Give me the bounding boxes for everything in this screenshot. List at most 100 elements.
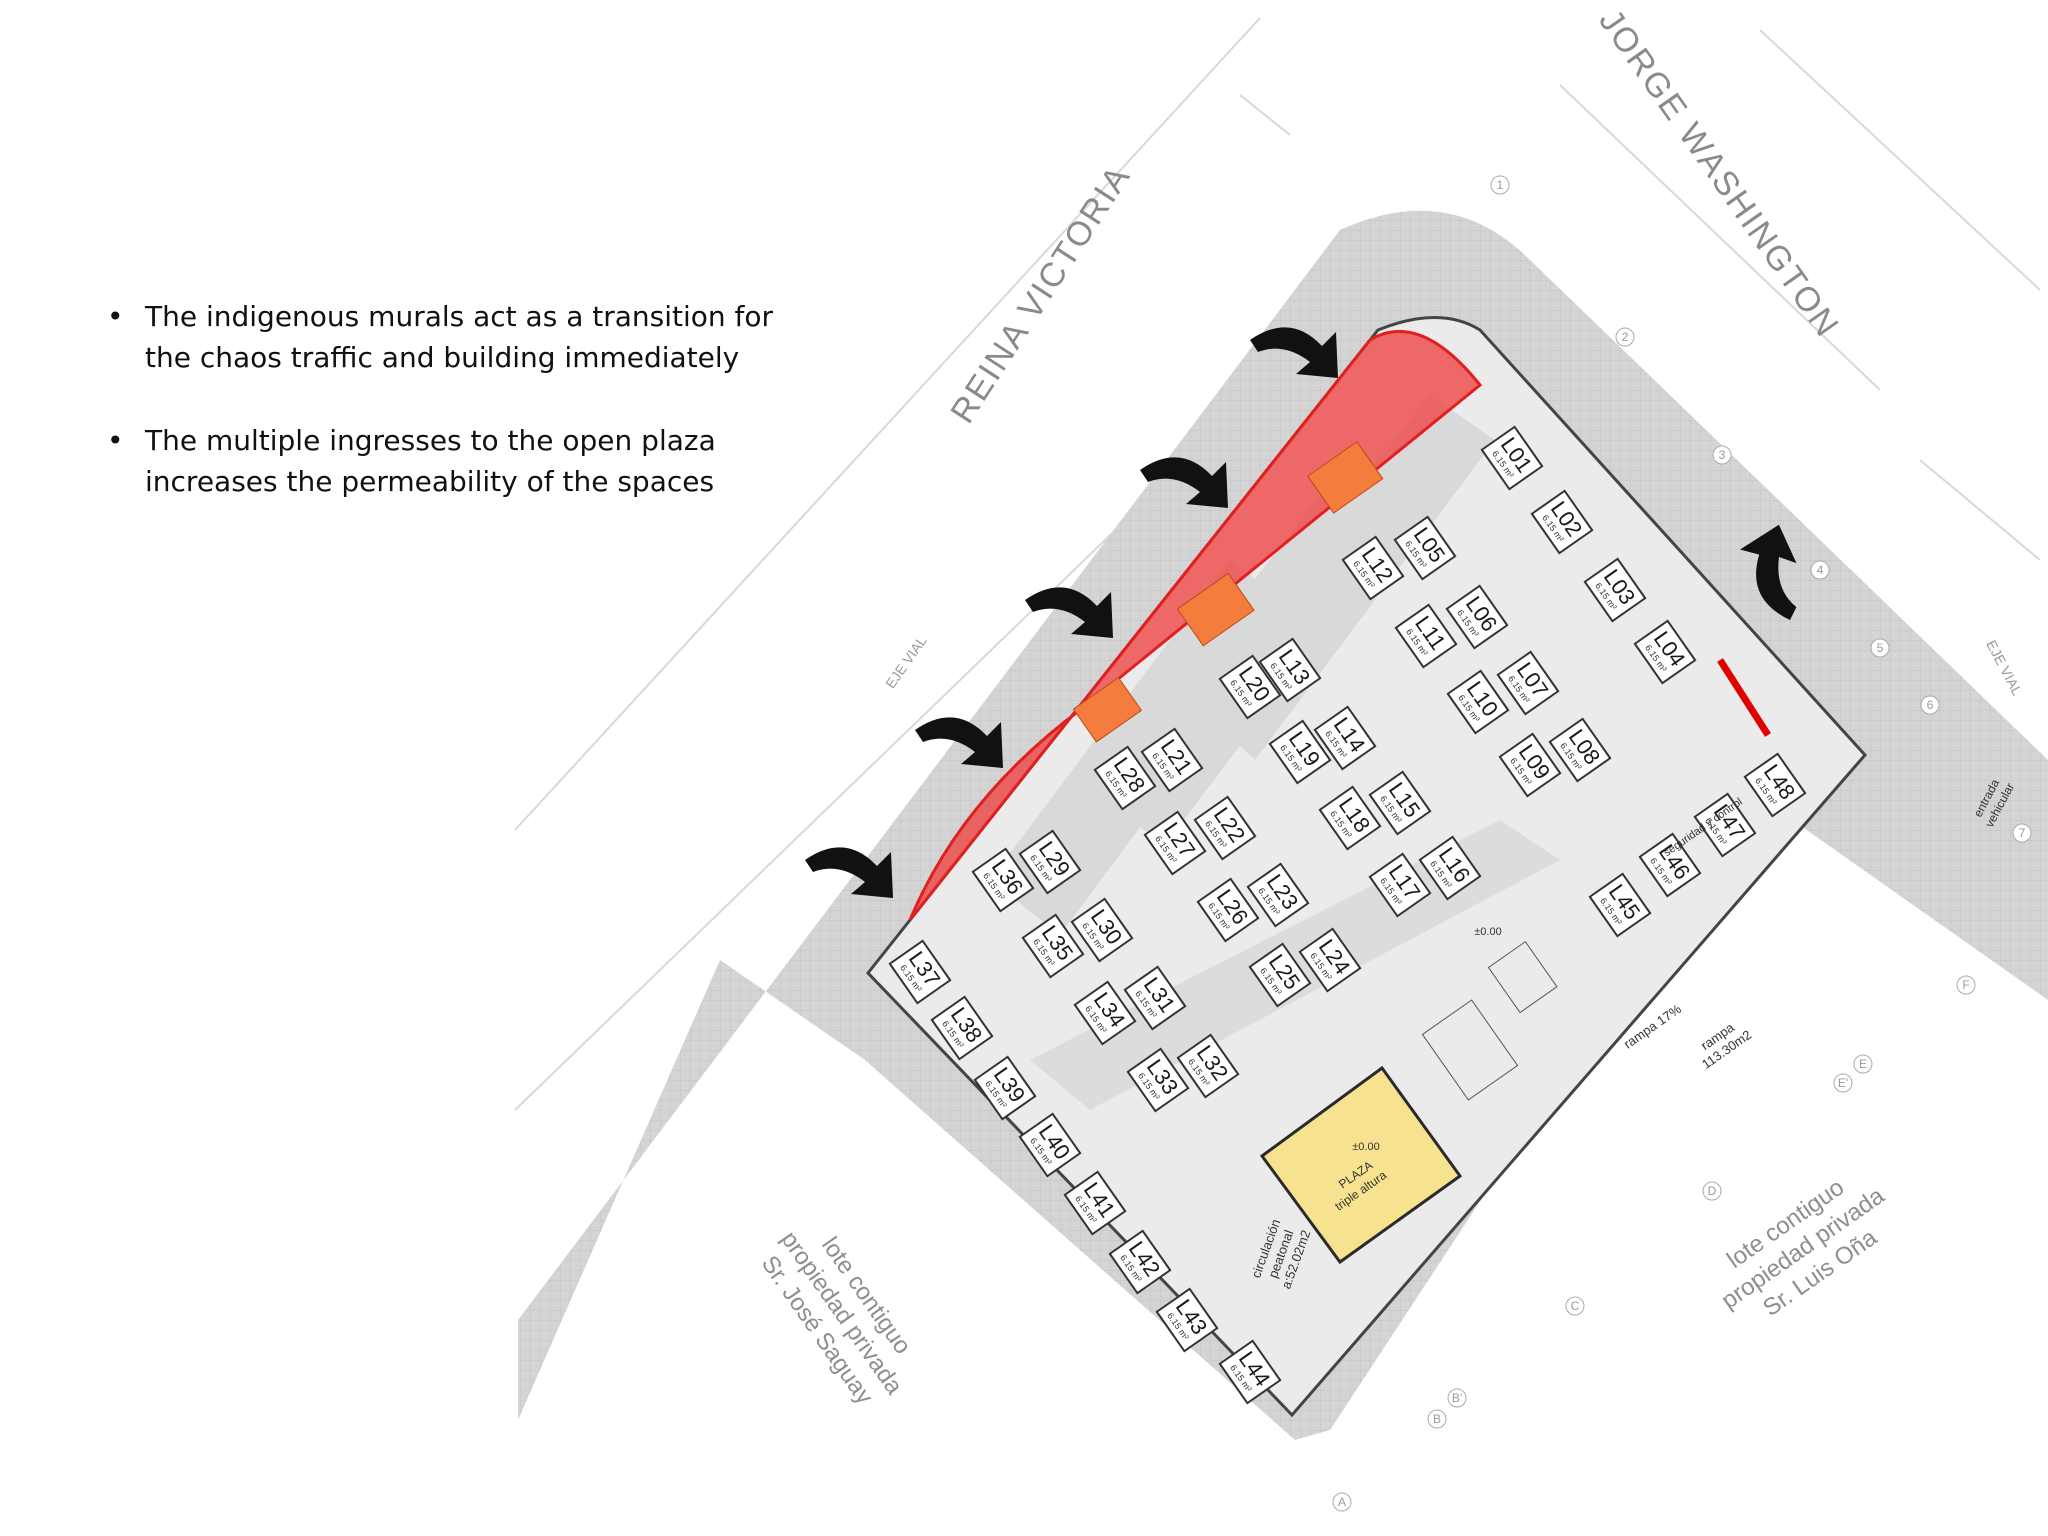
- unit-box: [1123, 965, 1187, 1031]
- unit-box: [971, 847, 1035, 913]
- unit-box: [1155, 1287, 1219, 1353]
- unit-box: [1108, 1229, 1172, 1295]
- unit-box: [1193, 795, 1257, 861]
- grid-marker: D: [1702, 1181, 1722, 1201]
- unit-box: [1218, 654, 1282, 720]
- unit-box: [1218, 1339, 1282, 1405]
- unit-box: [1018, 1112, 1082, 1178]
- unit-box: [1258, 637, 1322, 703]
- bullet-text: The multiple ingresses to the open plaza…: [145, 424, 716, 498]
- unit-box: [1548, 717, 1612, 783]
- stair-core: [1421, 940, 1558, 1101]
- svg-text:A: A: [1338, 1495, 1346, 1509]
- eje-vial-east: EJE VIAL: [1983, 637, 2025, 698]
- unit-box: [1313, 705, 1377, 771]
- plaza-level: ±0.00: [1352, 1141, 1379, 1153]
- unit-box: [1394, 603, 1458, 669]
- unit-box: [1368, 852, 1432, 918]
- svg-text:6: 6: [1927, 698, 1934, 712]
- lote-west: lote contiguo propiedad privada Sr. José…: [756, 1226, 916, 1409]
- unit-box: [1583, 557, 1647, 623]
- grid-marker: A: [1332, 1492, 1352, 1512]
- bullet-text: The indigenous murals act as a transitio…: [145, 300, 774, 374]
- grid-marker: 3: [1712, 445, 1732, 465]
- annotation-list: • The indigenous murals act as a transiti…: [105, 296, 805, 544]
- unit-box: [1021, 913, 1085, 979]
- grid-marker: 1: [1490, 175, 1510, 195]
- svg-text:D: D: [1708, 1184, 1717, 1198]
- unit-box: [1143, 810, 1207, 876]
- unit-box: [1196, 877, 1260, 943]
- unit-box: [1446, 669, 1510, 735]
- unit-box: [1445, 584, 1509, 650]
- arrow-icon: [1140, 457, 1228, 508]
- svg-text:E: E: [1859, 1057, 1867, 1071]
- svg-text:1: 1: [1497, 178, 1504, 192]
- unit-box: [930, 995, 994, 1061]
- grid-markers: 1 2 3 4 5 6 7A B B' C D E' E F: [1332, 175, 2032, 1512]
- svg-text:B: B: [1433, 1412, 1441, 1426]
- unit-box: [1246, 862, 1310, 928]
- bullet-dot-icon: •: [107, 300, 124, 333]
- unit-box: [1018, 829, 1082, 895]
- svg-text:C: C: [1571, 1299, 1580, 1313]
- east-mural-wall: [1717, 658, 1771, 737]
- unit-box: [1743, 752, 1807, 818]
- street-label-reina-victoria: REINA VICTORIA: [943, 158, 1138, 430]
- grid-marker: B': [1447, 1388, 1467, 1408]
- grid-marker: E: [1853, 1054, 1873, 1074]
- unit-box: [1063, 1170, 1127, 1236]
- rampa-label: rampa 113.30m2: [1698, 1019, 1754, 1072]
- unit-box: [1638, 832, 1702, 898]
- entry-arrows: [805, 327, 1797, 898]
- unit-box: [1480, 425, 1544, 491]
- eje-vial-west: EJE VIAL: [882, 633, 930, 691]
- lote-east: lote contiguo propiedad privada Sr. Luis…: [1716, 1174, 1889, 1322]
- svg-text:5: 5: [1877, 641, 1884, 655]
- svg-text:4: 4: [1817, 563, 1824, 577]
- svg-text:2: 2: [1622, 330, 1629, 344]
- bullet-item: •The multiple ingresses to the open plaz…: [105, 420, 805, 502]
- bullet-item: • The indigenous murals act as a transiti…: [105, 296, 805, 378]
- unit-box: [1140, 727, 1204, 793]
- svg-text:E': E': [1838, 1076, 1848, 1090]
- unit-box: [1298, 927, 1362, 993]
- arrow-icon: [915, 717, 1003, 768]
- svg-text:F: F: [1962, 978, 1969, 992]
- arrow-icon: [1250, 327, 1338, 378]
- grid-marker: B: [1427, 1409, 1447, 1429]
- unit-box: [888, 939, 952, 1005]
- grid-marker: F: [1956, 975, 1976, 995]
- plaza: ±0.00 PLAZA triple altura: [1259, 1065, 1463, 1265]
- unit-box: [1498, 732, 1562, 798]
- street-lines: [514, 17, 2041, 1111]
- svg-text:3: 3: [1719, 448, 1726, 462]
- unit-box: [1496, 650, 1560, 716]
- unit-box: [1073, 980, 1137, 1046]
- unit-box: [1341, 535, 1405, 601]
- svg-text:B': B': [1452, 1391, 1462, 1405]
- unit-box: [1530, 489, 1594, 555]
- arrow-icon: [1740, 524, 1797, 620]
- unit-box: [973, 1055, 1037, 1121]
- arrow-icon: [1025, 587, 1113, 638]
- grid-marker: E': [1833, 1073, 1853, 1093]
- grid-marker: 5: [1870, 638, 1890, 658]
- unit-box: [1093, 745, 1157, 811]
- mural-panels: [1072, 441, 1384, 743]
- level-main: ±0.00: [1474, 926, 1501, 938]
- svg-text:7: 7: [2019, 826, 2026, 840]
- unit-box: [1633, 619, 1697, 685]
- unit-box: [1393, 515, 1457, 581]
